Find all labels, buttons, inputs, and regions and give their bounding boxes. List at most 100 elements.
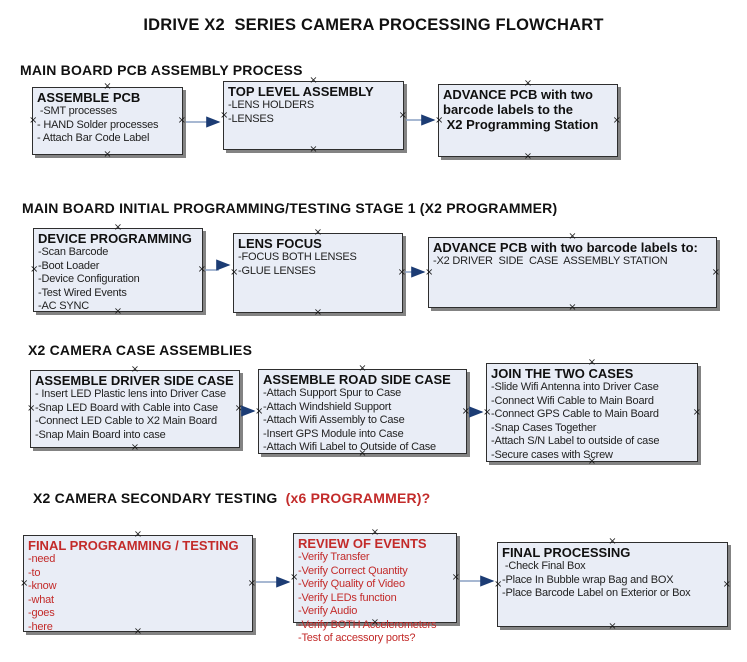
- connection-anchor-icon: ×: [608, 621, 617, 632]
- box-title: DEVICE PROGRAMMING: [38, 231, 192, 246]
- box-item: -Connect GPS Cable to Main Board: [491, 408, 659, 420]
- box-item: -Verify Transfer: [298, 551, 370, 563]
- connection-anchor-icon: ×: [612, 114, 621, 126]
- box-item: -Place In Bubble wrap Bag and BOX: [502, 573, 674, 586]
- connection-anchor-icon: ×: [425, 266, 434, 278]
- box-item: -Attach Windshield Support: [263, 400, 392, 413]
- connection-anchor-icon: ×: [234, 403, 243, 414]
- box-item: -to: [28, 566, 41, 579]
- connection-anchor-icon: ×: [103, 149, 112, 160]
- box-item: -Test Wired Events: [38, 286, 127, 299]
- flow-box-final-processing: FINAL PROCESSING -Check Final Box-Place …: [494, 537, 731, 632]
- box-item-list: -Check Final Box-Place In Bubble wrap Ba…: [502, 560, 723, 601]
- box-title: ASSEMBLE ROAD SIDE CASE: [263, 372, 451, 387]
- flow-box-assemble-pcb: ASSEMBLE PCB -SMT processes- HAND Solder…: [29, 82, 186, 160]
- connection-anchor-icon: ×: [313, 307, 323, 318]
- box-title: ASSEMBLE PCB: [37, 90, 141, 105]
- box-title: FINAL PROCESSING: [502, 545, 631, 560]
- section-heading-case-assemblies: X2 CAMERA CASE ASSEMBLIES: [28, 342, 253, 358]
- connection-anchor-icon: ×: [451, 572, 460, 583]
- box-item: -Verify Quality of Video: [298, 578, 405, 590]
- heading-red-part: (x6 PROGRAMMER)?: [281, 490, 431, 506]
- section-heading-initial-programming: MAIN BOARD INITIAL PROGRAMMING/TESTING S…: [22, 200, 558, 216]
- box-title: ADVANCE PCB with two barcode labels to:: [433, 240, 698, 255]
- box-item: -Verify Audio: [298, 605, 358, 617]
- connection-anchor-icon: ×: [722, 578, 731, 590]
- box-item: -Attach Support Spur to Case: [263, 387, 402, 399]
- box-item: -LENS HOLDERS: [228, 99, 315, 111]
- box-item: -Verify BOTH Accelerometers: [298, 618, 437, 631]
- connection-anchor-icon: ×: [247, 577, 256, 589]
- flow-box-join-the-two-cases: JOIN THE TWO CASES -Slide Wifi Antenna i…: [483, 358, 701, 467]
- box-item-list: -Attach Support Spur to Case-Attach Wind…: [263, 387, 462, 455]
- section-heading-pcb-assembly: MAIN BOARD PCB ASSEMBLY PROCESS: [20, 62, 303, 78]
- flow-box-advance-pcb-programming-station: ADVANCE PCB with two barcode labels to t…: [435, 79, 621, 162]
- box-item: -goes: [28, 607, 55, 619]
- flow-box-advance-pcb-driver-side-station: ADVANCE PCB with two barcode labels to: …: [425, 232, 720, 313]
- box-item: -Snap LED Board with Cable into Case: [35, 401, 218, 414]
- box-item-list: -Verify Transfer-Verify Correct Quantity…: [298, 551, 452, 646]
- box-title: FINAL PROGRAMMING / TESTING: [28, 538, 239, 553]
- box-item: -know: [28, 580, 57, 592]
- box-item: -Check Final Box: [502, 560, 586, 572]
- connection-anchor-icon: ×: [309, 144, 318, 155]
- connection-anchor-icon: ×: [398, 109, 407, 121]
- flow-box-lens-focus: LENS FOCUS -FOCUS BOTH LENSES-GLUE LENSE…: [230, 228, 406, 318]
- connection-anchor-icon: ×: [177, 115, 186, 126]
- box-item-list: -need-to-know-what-goes-here: [28, 553, 248, 634]
- flow-box-assemble-road-side-case: ASSEMBLE ROAD SIDE CASE -Attach Support …: [255, 364, 470, 459]
- box-item-list: -LENS HOLDERS-LENSES: [228, 99, 399, 126]
- flow-box-final-programming-testing: FINAL PROGRAMMING / TESTING -need-to-kno…: [20, 530, 256, 637]
- box-item: -Place Barcode Label on Exterior or Box: [502, 587, 691, 599]
- box-item: -Attach Wifi Label to Outside of Case: [263, 441, 436, 453]
- box-item: -Scan Barcode: [38, 246, 109, 258]
- box-item: - Attach Bar Code Label: [37, 132, 150, 144]
- box-item: -Secure cases with Screw: [491, 448, 613, 461]
- box-item: -Attach Wifi Assembly to Case: [263, 414, 405, 426]
- box-item-list: -Slide Wifi Antenna into Driver Case-Con…: [491, 381, 693, 462]
- box-item: -SMT processes: [37, 105, 117, 117]
- box-item: -GLUE LENSES: [238, 264, 316, 277]
- box-item-list: -SMT processes- HAND Solder processes- A…: [37, 105, 178, 146]
- box-item: -Slide Wifi Antenna into Driver Case: [491, 381, 659, 393]
- box-title: REVIEW OF EVENTS: [298, 536, 427, 551]
- section-heading-secondary-testing: X2 CAMERA SECONDARY TESTING (x6 PROGRAMM…: [33, 490, 430, 506]
- flow-box-device-programming: DEVICE PROGRAMMING -Scan Barcode-Boot Lo…: [30, 223, 206, 317]
- box-item: - HAND Solder processes: [37, 118, 159, 131]
- connection-anchor-icon: ×: [711, 266, 720, 278]
- box-item: -Test of accessory ports?: [298, 632, 416, 644]
- box-item-list: -Scan Barcode-Boot Loader-Device Configu…: [38, 246, 198, 314]
- box-item: -Connect Wifi Cable to Main Board: [491, 394, 654, 407]
- page-title: IDRIVE X2 SERIES CAMERA PROCESSING FLOWC…: [143, 16, 604, 34]
- box-item-list: - Insert LED Plastic lens into Driver Ca…: [35, 388, 235, 442]
- flow-box-review-of-events: REVIEW OF EVENTS -Verify Transfer-Verify…: [290, 528, 460, 645]
- box-title: JOIN THE TWO CASES: [491, 366, 634, 381]
- box-item: -what: [28, 593, 54, 606]
- box-item: -LENSES: [228, 112, 274, 125]
- box-item: -AC SYNC: [38, 300, 89, 312]
- box-item: -Snap Main Board into case: [35, 428, 166, 441]
- box-title: ASSEMBLE DRIVER SIDE CASE: [35, 373, 234, 388]
- box-item-list: -X2 DRIVER SIDE CASE ASSEMBLY STATION: [433, 255, 712, 269]
- box-item: -Snap Cases Together: [491, 421, 597, 434]
- box-item: -Verify Correct Quantity: [298, 564, 408, 577]
- box-item: -Boot Loader: [38, 259, 100, 272]
- flow-arrow: [205, 259, 231, 271]
- connection-anchor-icon: ×: [692, 406, 701, 418]
- box-item: - Insert LED Plastic lens into Driver Ca…: [35, 388, 226, 400]
- box-item: -FOCUS BOTH LENSES: [238, 251, 357, 263]
- heading-black-part: X2 CAMERA SECONDARY TESTING: [33, 490, 282, 506]
- connection-anchor-icon: ×: [568, 302, 577, 313]
- flow-box-top-level-assembly: TOP LEVEL ASSEMBLY -LENS HOLDERS-LENSES …: [220, 76, 407, 155]
- connection-anchor-icon: ×: [130, 442, 140, 453]
- box-item: -Attach S/N Label to outside of case: [491, 435, 660, 447]
- box-item: -Device Configuration: [38, 273, 140, 285]
- flow-box-assemble-driver-side-case: ASSEMBLE DRIVER SIDE CASE - Insert LED P…: [27, 365, 243, 453]
- box-item: -X2 DRIVER SIDE CASE ASSEMBLY STATION: [433, 255, 668, 267]
- box-item: -need: [28, 553, 56, 565]
- box-title: TOP LEVEL ASSEMBLY: [228, 84, 374, 99]
- box-title: LENS FOCUS: [238, 236, 322, 251]
- box-item: -Insert GPS Module into Case: [263, 427, 404, 440]
- connection-anchor-icon: ×: [461, 405, 470, 417]
